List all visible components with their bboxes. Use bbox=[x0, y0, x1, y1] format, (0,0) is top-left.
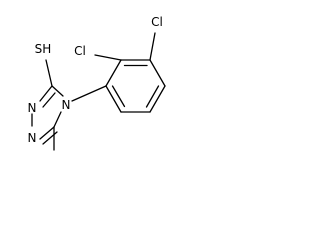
bond-c2-cl-left bbox=[94, 54, 122, 61]
thiol-label: SH bbox=[35, 42, 52, 56]
bond-n4-c1 bbox=[71, 85, 107, 102]
chlorine-left-label: Cl bbox=[74, 44, 86, 58]
bond-c4-c5 bbox=[149, 85, 166, 113]
nitrogen-n2-label: N bbox=[28, 131, 37, 145]
nitrogen-n4-label: N bbox=[62, 98, 71, 112]
bond-n2-c3 bbox=[39, 126, 55, 140]
bond-c4-c5-inner bbox=[145, 85, 160, 108]
bond-c6-c1-inner bbox=[111, 85, 126, 108]
bond-c6-c1 bbox=[105, 85, 122, 113]
chemical-structure: Cl Cl SH N N N bbox=[28, 15, 166, 151]
bond-c3-c4 bbox=[149, 59, 166, 87]
bond-c5-sh bbox=[45, 59, 53, 87]
bond-c3-cl-top bbox=[149, 32, 156, 61]
bond-n4-c3 bbox=[53, 111, 62, 128]
chlorine-top-label: Cl bbox=[151, 15, 163, 29]
bond-n2-c3-inner bbox=[42, 131, 58, 145]
bond-c1-c2 bbox=[105, 59, 122, 87]
bond-c5-n4 bbox=[51, 85, 64, 97]
nitrogen-n1-label: N bbox=[28, 101, 37, 115]
bond-c5-n1-inner bbox=[42, 92, 56, 108]
bond-c5-n1 bbox=[39, 85, 53, 102]
